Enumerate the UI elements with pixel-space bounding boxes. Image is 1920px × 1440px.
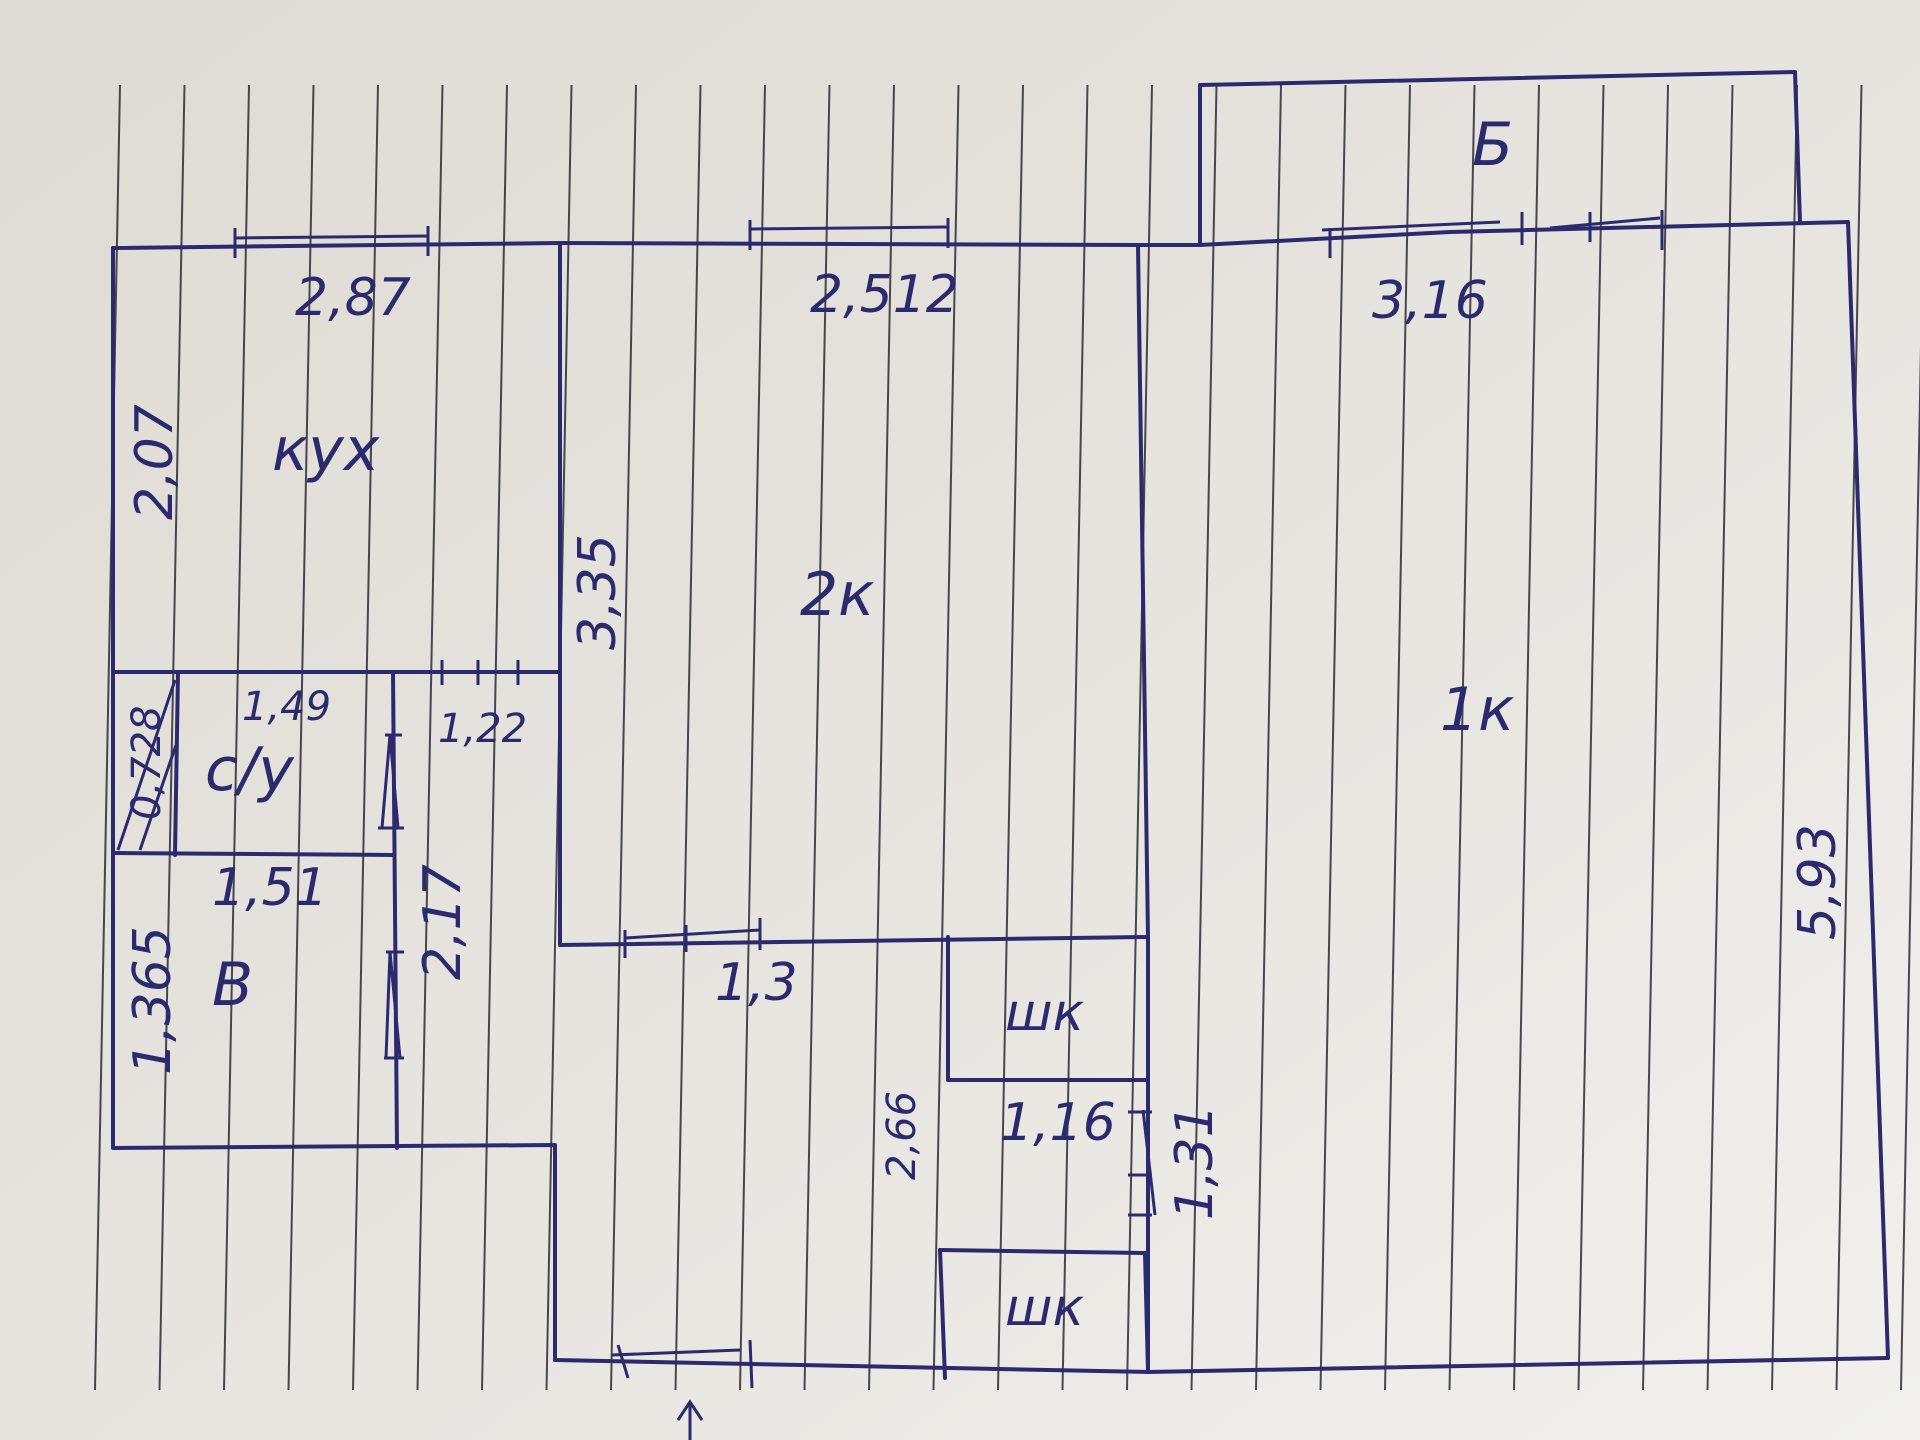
ruled-lines (94, 84, 1920, 1391)
ruled-line (1319, 84, 1347, 1391)
ruled-line (94, 84, 121, 1391)
room-label-bath: В (212, 950, 253, 1020)
dim-kitchen-depth: 2,07 (125, 404, 185, 520)
walls (111, 70, 1890, 1380)
dim-door-room2: 1,3 (715, 953, 798, 1013)
ruled-line (1513, 84, 1540, 1391)
ruled-line (1384, 84, 1411, 1391)
dim-bath-width: 1,51 (212, 858, 328, 918)
dim-closet-width: 1,16 (1000, 1093, 1116, 1153)
ruled-line (1190, 84, 1218, 1391)
wall-room2-right (1136, 243, 1150, 939)
ruled-line (1126, 84, 1153, 1391)
room-label-wc: с/у (205, 735, 295, 805)
top-wall (111, 220, 1850, 250)
dim-wc-niche: 0,728 (124, 705, 170, 820)
ruled-line (997, 84, 1024, 1391)
ruled-line (1835, 84, 1863, 1391)
room-label-closet-upper: шк (1005, 983, 1085, 1043)
dim-closet-depth: 1,31 (1165, 1104, 1225, 1220)
ruled-line (1255, 84, 1282, 1391)
room-label-balcony: Б (1472, 110, 1513, 180)
wall-room2-bottom (558, 935, 1150, 947)
room-label-room2: 2к (800, 560, 874, 630)
dimension-labels: 2,87 2,07 2,512 3,35 3,16 5,93 1,49 0,72… (123, 265, 1848, 1220)
right-wall (1846, 220, 1890, 1360)
dim-corridor-length: 2,17 (413, 864, 473, 980)
ruled-line (674, 84, 702, 1391)
ruled-line (1642, 84, 1669, 1391)
ruled-line (223, 84, 250, 1391)
dim-room1-width: 3,16 (1372, 271, 1488, 331)
dim-room2-width: 2,512 (810, 265, 959, 325)
dim-bath-depth: 1,365 (123, 926, 183, 1075)
ruled-line (803, 84, 831, 1391)
ruled-line (868, 84, 895, 1391)
room-labels: куx 2к 1к с/у В Б шк шк (205, 110, 1514, 1338)
ruled-line (1061, 84, 1089, 1391)
dim-corridor-width: 1,22 (438, 706, 527, 752)
dim-room1-depth: 5,93 (1788, 824, 1848, 940)
wall-wc-niche (173, 670, 180, 857)
dim-room2-depth: 3,35 (568, 534, 628, 650)
ruled-line (158, 84, 186, 1391)
ruled-line (739, 84, 766, 1391)
ruled-line (1900, 345, 1920, 1391)
room-label-room1: 1к (1440, 675, 1514, 745)
balcony-outline (1198, 70, 1802, 247)
ruled-line (352, 84, 379, 1391)
ruled-line (481, 84, 508, 1391)
openings (116, 210, 1664, 1389)
room-label-closet-lower: шк (1005, 1278, 1085, 1338)
closet-lower-left (938, 1248, 947, 1380)
ruled-line (287, 84, 315, 1391)
dim-hall-length: 2,66 (879, 1091, 925, 1180)
ruled-line (932, 84, 960, 1391)
room-label-kitchen: куx (272, 415, 380, 485)
ruled-line (610, 84, 637, 1391)
dim-wc-width: 1,49 (242, 684, 331, 730)
ruled-line (416, 84, 444, 1391)
ruled-line (1706, 84, 1734, 1391)
arrow-up-icon (676, 1399, 704, 1440)
wall-corridor-left (391, 670, 399, 1150)
ruled-line (1448, 84, 1476, 1391)
dim-kitchen-width: 2,87 (295, 268, 411, 328)
ruled-line (1577, 84, 1605, 1391)
ruled-line (1771, 84, 1798, 1391)
wall-wc-bottom (111, 851, 395, 857)
